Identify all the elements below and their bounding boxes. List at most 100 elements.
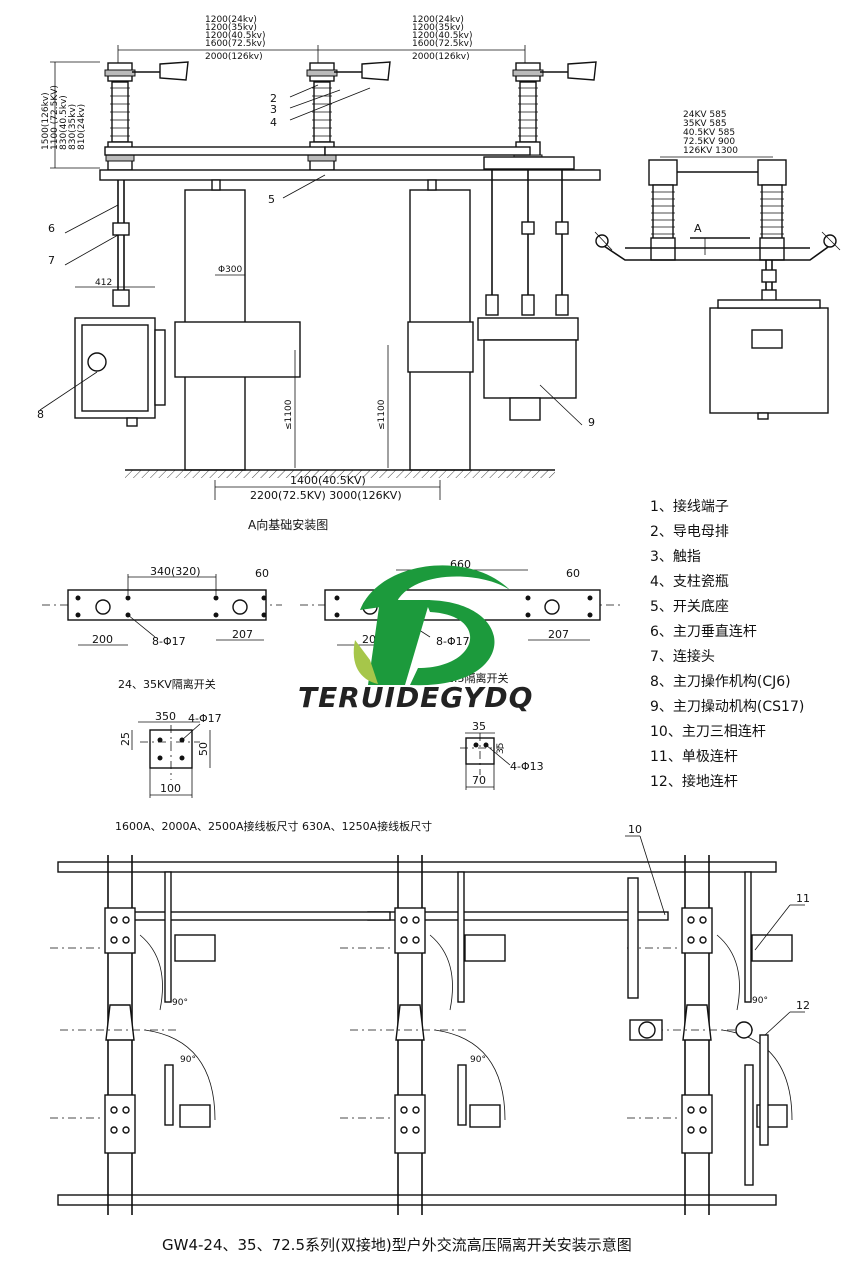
callout-9: 9: [588, 416, 595, 429]
bolt: [122, 1126, 130, 1134]
bottom-rail: [57, 1194, 777, 1206]
terminal-dim: 35: [472, 720, 486, 733]
side-dim: 35KV 585: [683, 119, 727, 129]
mounting-plate-left: 340(320) 60 200 207 8-Φ17 24、35KV隔离开关: [42, 565, 282, 691]
legend-item: 5、开关底座: [650, 599, 729, 615]
busbar: [104, 146, 326, 156]
terminal-end: [179, 1104, 211, 1128]
legend-item: 2、导电母排: [650, 524, 729, 540]
bolt: [687, 936, 695, 944]
base-dim: 1400(40.5KV): [290, 474, 366, 487]
plate-dim: 207: [232, 628, 253, 641]
side-dim: 24KV 585: [683, 110, 727, 120]
base-dim: 2200(72.5KV) 3000(126KV): [250, 489, 402, 502]
operating-mechanism-cs17: [483, 339, 577, 399]
rod: [457, 1064, 467, 1126]
swing-arc: [144, 1029, 216, 1121]
terminal-dim: 350: [155, 710, 176, 723]
bolt: [687, 1106, 695, 1114]
bracket: [483, 156, 575, 170]
pole-foot: [394, 1094, 426, 1154]
bolt: [699, 1126, 707, 1134]
callout-3: 3: [270, 103, 277, 116]
pole-head: [104, 907, 136, 954]
terminal-end: [469, 1104, 501, 1128]
angle-label: 90°: [172, 998, 188, 1008]
callout-8: 8: [37, 408, 44, 421]
legend-item: 7、连接头: [650, 648, 715, 665]
view-arrow-label: A: [694, 222, 702, 235]
dim-text: 1200(35kv): [205, 23, 257, 33]
plate-dim: 207: [548, 628, 569, 641]
swing-arc: [716, 934, 740, 1011]
pole-band: [307, 154, 337, 162]
logo-text: TERUIDEGYDQ: [298, 681, 533, 714]
link-pivot: [638, 1021, 656, 1039]
height-dims: 1500(126kv) 1100 (72.5KV) 830(40.5kv) 83…: [41, 61, 100, 169]
bolt: [412, 936, 420, 944]
dim-text: 1600(72.5kv): [412, 39, 473, 49]
side-operating-box: [709, 307, 829, 414]
bolt: [110, 1106, 118, 1114]
side-dim: 72.5KV 900: [683, 137, 735, 147]
base-frame: [99, 169, 601, 181]
dim-text: 830(35kv): [68, 104, 78, 150]
callout-7: 7: [48, 254, 55, 267]
terminal-dim: 100: [160, 782, 181, 795]
contact-blade: [159, 61, 189, 81]
pole-head: [681, 907, 713, 954]
contact: [105, 1004, 135, 1041]
contact: [395, 1004, 425, 1041]
dim-text: 1100 (72.5KV): [50, 85, 60, 150]
rod: [164, 1064, 174, 1126]
terminal-band: [104, 69, 136, 77]
legend-item: 1、接线端子: [650, 498, 729, 515]
terminal-hole: 4-Φ13: [510, 760, 544, 773]
bolt: [110, 1126, 118, 1134]
pillar-cap: [427, 179, 437, 191]
legend-item: 10、主刀三相连杆: [650, 724, 766, 740]
dim-text: 1200(24kv): [412, 15, 464, 25]
angle-label: 90°: [752, 996, 768, 1006]
terminal-band: [306, 69, 338, 77]
terminal-plate-right: 35 4-Φ13 35 70: [460, 720, 544, 790]
side-dim: 40.5KV 585: [683, 128, 735, 138]
contact-blade: [361, 61, 391, 81]
swing-arc: [434, 1029, 506, 1121]
legend-item: 9、主刀操动机构(CS17): [650, 699, 804, 715]
bolt: [687, 916, 695, 924]
logo-leaf: [353, 640, 378, 684]
bolt: [110, 936, 118, 944]
busbar: [324, 146, 531, 156]
terminal-caption: 1600A、2000A、2500A接线板尺寸 630A、1250A接线板尺寸: [115, 819, 432, 833]
pillar-dim: Φ300: [218, 265, 243, 275]
contact: [682, 1004, 712, 1041]
pole-band: [105, 154, 135, 162]
span1-dims: 1200(24kv) 1200(35kv) 1200(40.5kv) 1600(…: [205, 15, 266, 62]
bolt: [110, 916, 118, 924]
terminal-end: [464, 934, 506, 962]
dim-text: 1200(40.5kv): [205, 31, 266, 41]
span2-dims: 1200(24kv) 1200(35kv) 1200(40.5kv) 1600(…: [412, 15, 473, 62]
terminal-end: [751, 934, 793, 962]
callout-12: 12: [796, 999, 810, 1012]
parts-legend: 1、接线端子 2、导电母排 3、触指 4、支柱瓷瓶 5、开关底座 6、主刀垂直连…: [650, 498, 804, 790]
diagram-title: GW4-24、35、72.5系列(双接地)型户外交流高压隔离开关安装示意图: [162, 1236, 632, 1254]
bolt: [699, 1106, 707, 1114]
dim-text: 1200(40.5kv): [412, 31, 473, 41]
pole-foot: [681, 1094, 713, 1154]
plate-dim: 60: [255, 567, 269, 580]
bolt: [699, 936, 707, 944]
logo-stem: [368, 600, 430, 685]
bolt: [412, 1126, 420, 1134]
callout-11: 11: [796, 892, 810, 905]
dim-text: 1200(24kv): [205, 15, 257, 25]
cs17-linkage: [477, 170, 579, 421]
legend-item: 11、单极连杆: [650, 749, 738, 765]
plate-caption: 24、35KV隔离开关: [118, 677, 216, 691]
insulator: [652, 184, 674, 241]
dim-text: 1600(72.5kv): [205, 39, 266, 49]
bolt: [699, 916, 707, 924]
